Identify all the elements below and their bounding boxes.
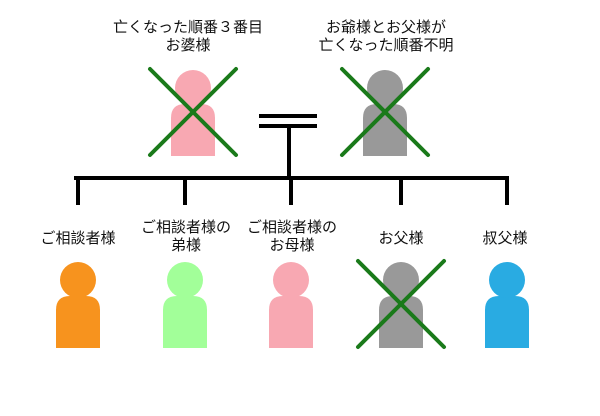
label-father: お父様 xyxy=(378,229,423,247)
label-client-mother-line-1: ご相談者様の xyxy=(246,218,338,236)
person-client xyxy=(56,262,100,348)
person-grandmother-body xyxy=(171,104,215,156)
person-uncle-body xyxy=(485,296,529,348)
person-client-mother-body xyxy=(269,296,313,348)
label-client-mother-line-2: お母様 xyxy=(269,236,315,254)
label-client-mother: ご相談者様の お母様 xyxy=(247,218,337,254)
person-father-deceased-cross-b xyxy=(356,259,446,349)
label-uncle-line-1: 叔父様 xyxy=(482,229,528,247)
label-father-line-1: お父様 xyxy=(378,229,424,247)
label-client-brother-line-1: ご相談者様の xyxy=(140,218,232,236)
person-grandmother-head xyxy=(175,70,211,106)
person-father xyxy=(379,262,423,348)
label-grandmother: 亡くなった順番３番目 お婆様 xyxy=(113,18,263,54)
person-client-mother xyxy=(269,262,313,348)
label-grandfather: お爺様とお父様が 亡くなった順番不明 xyxy=(318,18,453,54)
person-grandfather-body xyxy=(363,104,407,156)
person-father-body xyxy=(379,296,423,348)
person-client-brother-body xyxy=(163,296,207,348)
label-client-brother-line-2: 弟様 xyxy=(170,236,202,254)
person-father-head xyxy=(383,262,419,298)
person-grandfather xyxy=(363,70,407,156)
person-grandmother xyxy=(171,70,215,156)
person-client-body xyxy=(56,296,100,348)
person-client-head xyxy=(60,262,96,298)
label-grandmother-line-2: お婆様 xyxy=(165,36,211,54)
person-grandmother-deceased-cross-b xyxy=(148,67,238,157)
person-client-mother-head xyxy=(273,262,309,298)
label-uncle: 叔父様 xyxy=(482,229,527,247)
label-grandfather-line-1: お爺様とお父様が xyxy=(325,18,447,36)
person-grandfather-head xyxy=(367,70,403,106)
label-client: ご相談者様 xyxy=(40,229,115,247)
person-client-brother xyxy=(163,262,207,348)
person-grandfather-deceased-cross-b xyxy=(340,67,430,157)
label-client-brother: ご相談者様の 弟様 xyxy=(141,218,231,254)
person-uncle xyxy=(485,262,529,348)
label-grandfather-line-2: 亡くなった順番不明 xyxy=(318,36,454,54)
person-client-brother-head xyxy=(167,262,203,298)
label-grandmother-line-1: 亡くなった順番３番目 xyxy=(112,18,264,36)
person-uncle-head xyxy=(489,262,525,298)
label-client-line-1: ご相談者様 xyxy=(40,229,116,247)
